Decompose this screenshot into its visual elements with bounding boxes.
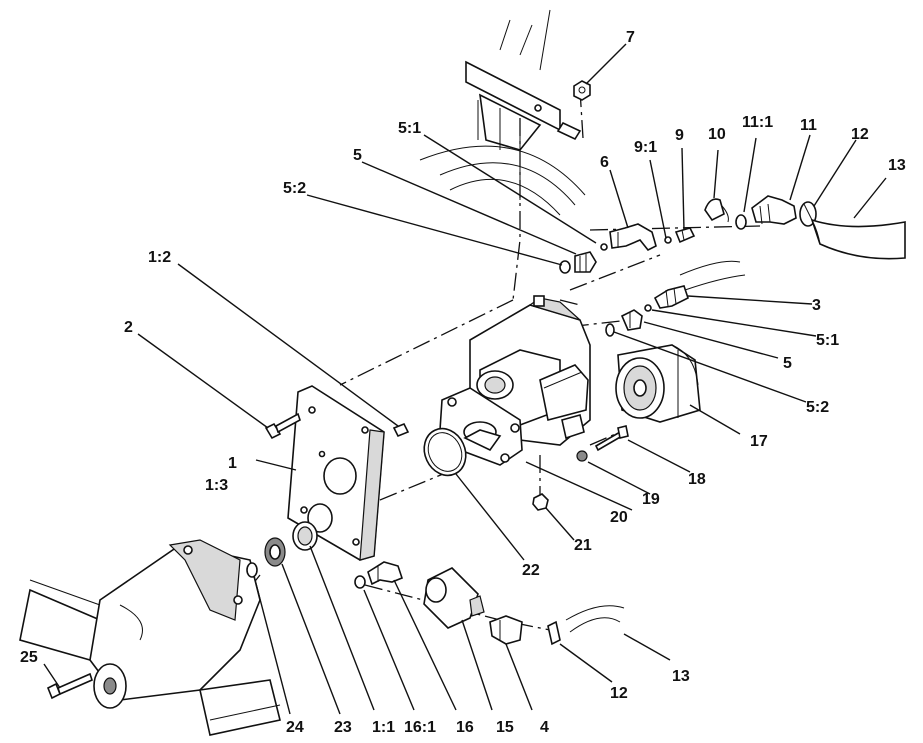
callout-labels: 7 5:1 5 5:2 6 9:1 9 10 11:1 11 12 13 1:2… — [20, 29, 906, 736]
part-5-1-oring-lower — [644, 304, 652, 312]
callout-7: 7 — [626, 29, 635, 46]
part-22-oring-large — [423, 427, 467, 477]
part-13-hose-upper — [810, 218, 906, 260]
callout-12-lower: 12 — [610, 685, 628, 702]
part-9-1-oring — [664, 236, 672, 244]
leader-lines — [43, 43, 887, 715]
callout-9-1: 9:1 — [634, 139, 657, 156]
part-1-mounting-plate — [287, 385, 385, 561]
part-10-cap — [704, 198, 729, 223]
part-3-hose-fitting — [653, 260, 746, 309]
part-20-hydraulic-pump — [439, 295, 591, 466]
callout-3: 3 — [812, 297, 821, 314]
part-13-hose-lower — [565, 605, 625, 633]
part-15-sensor — [423, 567, 485, 629]
callout-1-1: 1:1 — [372, 719, 395, 736]
callout-5-2-lower: 5:2 — [806, 399, 829, 416]
callout-6: 6 — [600, 154, 609, 171]
callout-18: 18 — [688, 471, 706, 488]
part-1-2-dowel-pin — [392, 422, 410, 438]
callout-5-1-lower: 5:1 — [816, 332, 839, 349]
part-16-1-oring — [354, 575, 366, 589]
part-7-nut — [573, 80, 591, 101]
callout-17: 17 — [750, 433, 768, 450]
callout-1: 1 — [228, 455, 237, 472]
callout-20: 20 — [610, 509, 628, 526]
part-5-fitting-upper — [574, 251, 597, 273]
callout-5-lower: 5 — [783, 355, 792, 372]
callout-10: 10 — [708, 126, 726, 143]
part-11-1-oring — [735, 214, 747, 230]
part-17-oil-filter — [615, 344, 701, 423]
part-24-snap-ring — [246, 562, 258, 578]
callout-4: 4 — [540, 719, 549, 736]
part-4-connector — [489, 615, 523, 645]
part-21-nut — [532, 493, 549, 511]
callout-16: 16 — [456, 719, 474, 736]
callout-11: 11 — [800, 117, 817, 134]
callout-5-1-upper: 5:1 — [398, 120, 421, 137]
part-12-fitting-lower — [547, 620, 561, 646]
callout-13-upper: 13 — [888, 157, 906, 174]
callout-16-1: 16:1 — [404, 719, 436, 736]
part-2-bolt — [264, 412, 301, 440]
part-23-gear — [264, 537, 286, 567]
callout-25: 25 — [20, 649, 38, 666]
callout-5-2-upper: 5:2 — [283, 180, 306, 197]
callout-19: 19 — [642, 491, 660, 508]
part-5-fitting-lower — [620, 309, 643, 331]
part-5-2-oring-upper — [559, 260, 571, 274]
callout-12-upper: 12 — [851, 126, 869, 143]
callout-2: 2 — [124, 319, 133, 336]
part-18-bolt — [594, 425, 629, 452]
callout-13-lower: 13 — [672, 668, 690, 685]
part-25-bolt — [46, 672, 93, 700]
callout-21: 21 — [574, 537, 592, 554]
gearbox-housing — [19, 539, 281, 736]
callout-1-2: 1:2 — [148, 249, 171, 266]
part-9-fitting — [674, 227, 696, 244]
callout-11-1: 11:1 — [742, 114, 773, 131]
callout-22: 22 — [522, 562, 540, 579]
mounting-bracket-frame — [419, 9, 586, 216]
part-11-elbow-fitting — [751, 195, 797, 225]
callout-23: 23 — [334, 719, 352, 736]
part-5-1-oring-upper — [600, 243, 608, 251]
callout-9: 9 — [675, 127, 684, 144]
callout-1-3: 1:3 — [205, 477, 228, 494]
part-19-washer — [576, 450, 588, 462]
part-5-2-oring-lower — [605, 323, 615, 337]
callout-5-upper: 5 — [353, 147, 362, 164]
callout-15: 15 — [496, 719, 514, 736]
part-16-elbow-fitting — [367, 561, 403, 586]
part-1-1-seal — [292, 521, 318, 551]
part-6-elbow-fitting — [609, 223, 657, 252]
callout-24: 24 — [286, 719, 304, 736]
